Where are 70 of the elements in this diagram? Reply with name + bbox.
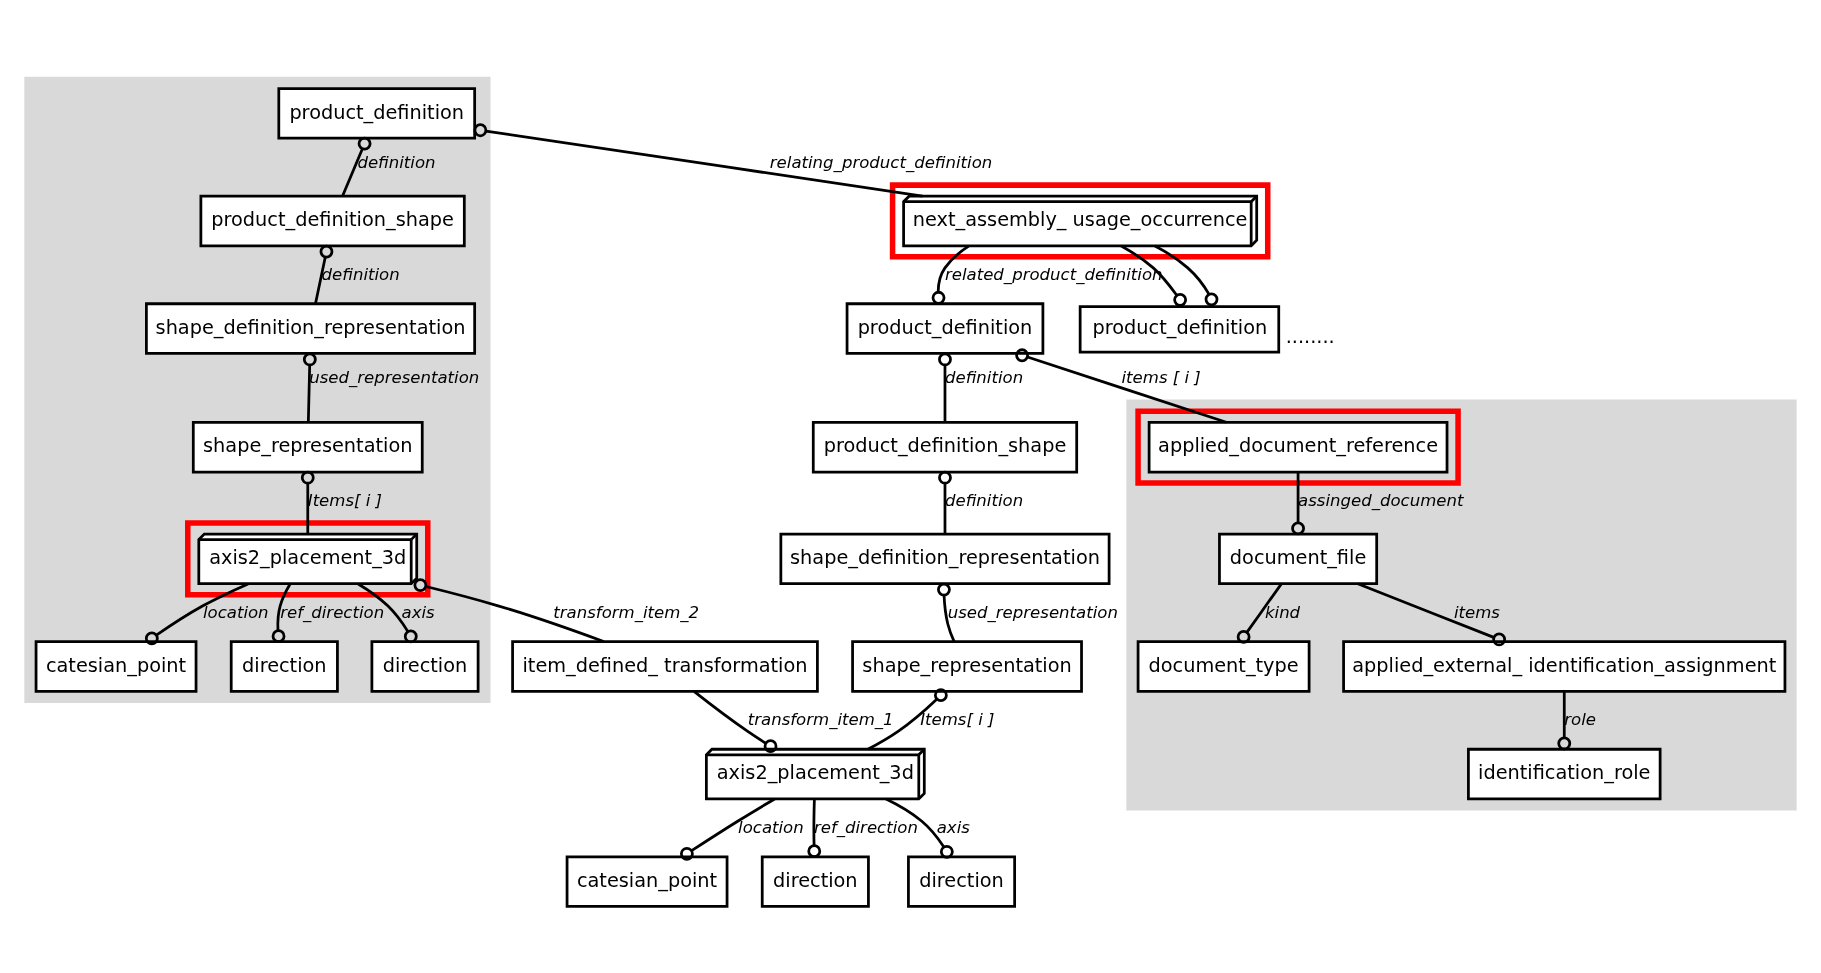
edge-label: ref_direction [280, 602, 385, 622]
node-box: product_definition_shape [811, 421, 1079, 474]
connector [937, 582, 956, 643]
node-box: catesian_point [34, 640, 198, 693]
edge-label: Items[ i ] [920, 710, 995, 730]
connector [1154, 244, 1219, 307]
connector [1291, 472, 1305, 536]
edge-label: items [ i ] [1121, 368, 1201, 388]
connector [931, 244, 970, 305]
node-box: shape_representation [191, 421, 424, 474]
connector [885, 797, 954, 859]
edge-label: transform_item_1 [747, 710, 894, 730]
node-box: document_file [1218, 532, 1379, 586]
edge-label: items [1453, 602, 1500, 622]
edge-label: axis [936, 817, 970, 837]
connector [473, 123, 923, 198]
connector [341, 136, 372, 197]
connector [1357, 582, 1507, 647]
node-box: identification_role [1467, 747, 1662, 801]
connector [1015, 348, 1227, 424]
edge-label: axis [401, 602, 435, 622]
connector [144, 582, 249, 646]
node-box: shape_definition_representation [779, 532, 1111, 586]
connector [314, 244, 334, 304]
edge-label: Items[ i ] [307, 490, 383, 510]
edge-label: definition [944, 368, 1024, 388]
cluster [1126, 399, 1797, 811]
node-box: applied_document_reference [1147, 421, 1449, 474]
edge-label: transform_item_2 [553, 602, 700, 622]
node-label: ........ [1285, 324, 1335, 348]
cluster [889, 182, 1271, 260]
node-box: direction [760, 855, 870, 908]
edge-label: ref_direction [813, 817, 918, 837]
node-box: product_definition [277, 87, 477, 140]
connector [302, 352, 317, 423]
node-box: product_definition_shape [199, 194, 466, 248]
node-box: direction [370, 640, 480, 693]
connector [271, 583, 292, 644]
edge-label: used_representation [947, 602, 1118, 622]
connector [300, 470, 315, 534]
node-box: shape_definition_representation [145, 302, 477, 355]
edge-label: definition [357, 153, 436, 173]
node-box: shape_representation [851, 640, 1083, 693]
connector [357, 582, 418, 644]
edge-label: kind [1264, 602, 1301, 622]
connector [1120, 244, 1188, 307]
edge-label: location [202, 602, 269, 622]
node-box: document_type [1136, 640, 1311, 693]
edge-label: assinged_document [1298, 490, 1464, 510]
node-box: applied_external_ identification_assignment [1342, 640, 1787, 693]
edge-label: definition [321, 264, 400, 284]
edge-label: relating_product_definition [769, 153, 993, 173]
edge-label: location [738, 817, 804, 837]
node-box: direction [229, 640, 339, 693]
connector [867, 688, 948, 751]
node-box: catesian_point [565, 855, 729, 908]
connector [1236, 583, 1283, 644]
node-box: direction [907, 855, 1016, 908]
cluster [1135, 408, 1461, 486]
connector [413, 578, 605, 643]
connector [680, 797, 776, 861]
connector [938, 352, 952, 423]
edge-label: definition [944, 490, 1024, 510]
connector [693, 690, 778, 754]
node-box: item_defined_ transformation [511, 640, 819, 693]
connector [938, 470, 952, 534]
edge-label: related_product_definition [944, 264, 1163, 284]
node-box: product_definition [845, 302, 1045, 355]
connector [807, 798, 822, 859]
connector [1557, 691, 1572, 751]
